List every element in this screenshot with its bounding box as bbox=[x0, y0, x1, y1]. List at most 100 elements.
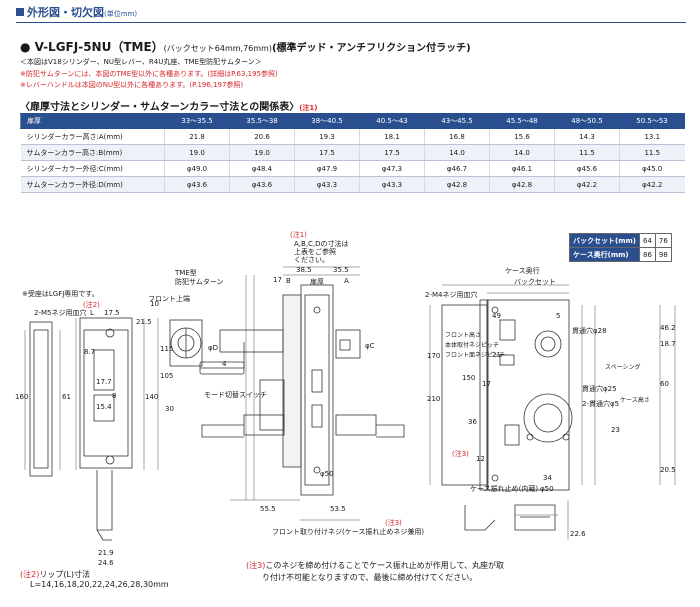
dim-53-5: 53.5 bbox=[330, 505, 346, 513]
dim-36: 36 bbox=[468, 418, 477, 426]
note3-tag: (注3) bbox=[452, 450, 469, 458]
dim-140: 140 bbox=[145, 393, 159, 401]
dim-8-7: 8.7 bbox=[84, 348, 96, 356]
cell: 16.8 bbox=[424, 128, 490, 145]
dim-170: 170 bbox=[427, 352, 441, 360]
note2-mark: (注2) bbox=[83, 301, 100, 309]
spacing-label: スペーシング bbox=[605, 364, 641, 371]
table-title-text: 〈扉厚寸法とシリンダー・サムターンカラー寸法との関係表〉 bbox=[20, 102, 300, 113]
dim-20-5: 20.5 bbox=[660, 466, 676, 474]
backset-label: バックセット bbox=[514, 278, 556, 286]
title-rule bbox=[16, 22, 686, 23]
cell: 18.1 bbox=[359, 128, 425, 145]
note1-c: ください。 bbox=[294, 256, 329, 264]
cell: φ48.4 bbox=[229, 160, 295, 177]
cell: 17.5 bbox=[359, 144, 425, 161]
m5-label: 2-M5ネジ用皿穴 bbox=[34, 309, 87, 317]
table-col-header: 43～45.5 bbox=[424, 113, 490, 129]
cell: 14.0 bbox=[489, 144, 555, 161]
table-col-header: 48～50.5 bbox=[554, 113, 620, 129]
model-standard: (標準デッド・アンチフリクション付ラッチ) bbox=[271, 43, 471, 54]
dim-b: B bbox=[286, 277, 291, 285]
dim-21-9: 21.9 bbox=[98, 549, 114, 557]
table-col-header: 35.5～38 bbox=[229, 113, 295, 129]
dim-18-7: 18.7 bbox=[660, 340, 676, 348]
case-stop-label: ケース振れ止め(内蔵) bbox=[470, 485, 539, 493]
tme-label: TME型 bbox=[175, 269, 197, 277]
lock-case bbox=[441, 299, 573, 531]
cell: 19.3 bbox=[294, 128, 360, 145]
cell: 21.8 bbox=[164, 128, 230, 145]
footer-note-3: (注3)このネジを締め付けることでケース振れ止めが作用して、丸座が取 bbox=[246, 560, 504, 571]
cell: φ42.8 bbox=[424, 176, 490, 193]
m4-label: 2-M4ネジ用皿穴 bbox=[425, 291, 478, 299]
model-heading: ● V-LGFJ-5NU（TME）(バックセット64mm,76mm)(標準デッド… bbox=[20, 40, 471, 54]
cell: 17.5 bbox=[294, 144, 360, 161]
note1-b: 上表をご参照 bbox=[294, 248, 336, 256]
dim-21: 21 bbox=[492, 351, 501, 359]
dim-160: 160 bbox=[15, 393, 29, 401]
row-label: サムターンカラー高さ:B(mm) bbox=[20, 144, 165, 161]
footer-note3-text2: り付け不可能となりますので、最後に締め付けてください。 bbox=[262, 573, 478, 582]
dim-21-5: 21.5 bbox=[136, 318, 152, 326]
title-square-icon bbox=[16, 8, 24, 16]
cell: 19.0 bbox=[229, 144, 295, 161]
dim-150: 150 bbox=[462, 374, 476, 382]
dim-4: 4 bbox=[222, 360, 227, 368]
dim-105: 105 bbox=[160, 372, 174, 380]
table-header-row: 扉厚 33～35.5 35.5～38 38～40.5 40.5～43 43～45… bbox=[20, 113, 685, 129]
table-col-header: 50.5～53 bbox=[619, 113, 685, 129]
model-backset: (バックセット64mm,76mm) bbox=[163, 44, 272, 53]
cell: φ43.6 bbox=[229, 176, 295, 193]
note3-mark: (注3) bbox=[385, 519, 402, 527]
footer-note3-text1: このネジを締め付けることでケース振れ止めが作用して、丸座が取 bbox=[265, 561, 505, 570]
case-height-label: ケース高さ bbox=[620, 397, 650, 404]
cell: 14.0 bbox=[424, 144, 490, 161]
thru-5-label: 2-貫通穴φ5 bbox=[582, 400, 620, 408]
dim-17r: 17 bbox=[482, 380, 491, 388]
note-line-3: ※レバーハンドルは本図のNU型以外に各種あります。(P.196,197参照) bbox=[20, 81, 244, 89]
cell: φ47.9 bbox=[294, 160, 360, 177]
table-title-note: (注1) bbox=[299, 104, 318, 112]
table-col-header: 38～40.5 bbox=[294, 113, 360, 129]
row-label: ケース奥行(mm) bbox=[569, 247, 640, 262]
dim-49: 49 bbox=[492, 312, 501, 320]
cell: φ47.3 bbox=[359, 160, 425, 177]
table-col-header: 33～35.5 bbox=[164, 113, 230, 129]
dim-23: 23 bbox=[611, 426, 620, 434]
door-section bbox=[199, 284, 405, 496]
thru-28-label: 貫通穴φ28 bbox=[572, 327, 607, 335]
row-label: バックセット(mm) bbox=[569, 233, 640, 248]
tme-label-2: 防犯サムターン bbox=[175, 278, 224, 286]
row-label: サムターンカラー外径:D(mm) bbox=[20, 176, 165, 193]
lgfj-note: ※受座はLGFJ専用です。 bbox=[22, 290, 99, 298]
cell: φ42.2 bbox=[554, 176, 620, 193]
dim-38-5: 38.5 bbox=[296, 266, 312, 274]
section-title-text: 外形図・切欠図 bbox=[27, 6, 104, 19]
dim-15-4: 15.4 bbox=[96, 403, 112, 411]
phi-d: φD bbox=[208, 344, 219, 352]
model-name: V-LGFJ-5NU（TME） bbox=[34, 40, 164, 54]
case-depth-label: ケース奥行 bbox=[505, 267, 540, 275]
dim-34: 34 bbox=[543, 474, 552, 482]
phi-50: φ50 bbox=[320, 470, 334, 478]
strike-plate bbox=[29, 317, 133, 541]
phi-c: φC bbox=[365, 342, 375, 350]
dim-210: 210 bbox=[427, 395, 441, 403]
front-face-label: フロント面ネジピッチ bbox=[445, 352, 506, 359]
cell: 20.6 bbox=[229, 128, 295, 145]
dim-30: 30 bbox=[165, 405, 174, 413]
cell: φ49.0 bbox=[164, 160, 230, 177]
cell: 11.5 bbox=[554, 144, 620, 161]
cell: φ43.6 bbox=[164, 176, 230, 193]
lip-label: L bbox=[90, 309, 94, 317]
note1-a: A,B,C,Dの寸法は bbox=[294, 240, 349, 248]
door-label: 扉厚 bbox=[310, 278, 324, 286]
cell: φ45.6 bbox=[554, 160, 620, 177]
footer-note2-values: L=14,16,18,20,22,24,26,28,30mm bbox=[30, 580, 169, 589]
dim-10: 10 bbox=[150, 300, 159, 308]
dim-115: 115 bbox=[160, 345, 174, 353]
front-top-label: フロント上端 bbox=[148, 295, 190, 303]
